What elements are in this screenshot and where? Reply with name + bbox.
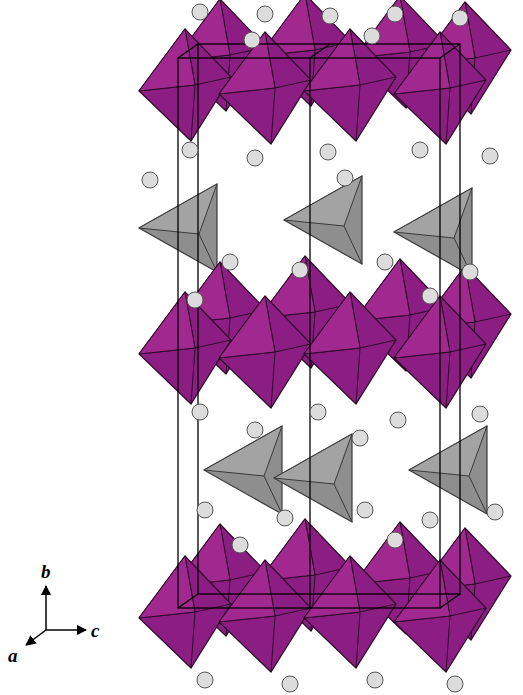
axis-label: c bbox=[91, 621, 99, 640]
octahedron bbox=[304, 29, 396, 141]
axis-label: b bbox=[41, 562, 51, 581]
tetrahedron bbox=[284, 176, 362, 264]
octahedron bbox=[139, 29, 231, 141]
unit-cell bbox=[178, 44, 460, 608]
tetrahedron bbox=[274, 434, 352, 522]
octahedron bbox=[139, 292, 231, 404]
octahedra bbox=[139, 0, 511, 672]
octahedron bbox=[219, 560, 311, 672]
octahedron bbox=[219, 296, 311, 408]
octahedron bbox=[304, 556, 396, 668]
tetrahedra bbox=[139, 176, 487, 522]
octahedron bbox=[219, 32, 311, 144]
axes bbox=[26, 586, 86, 645]
octahedron bbox=[304, 292, 396, 404]
tetrahedron bbox=[409, 426, 487, 514]
atoms bbox=[142, 4, 503, 692]
axis-label: a bbox=[8, 646, 18, 665]
tetrahedron bbox=[204, 426, 282, 514]
octahedron bbox=[139, 556, 231, 668]
